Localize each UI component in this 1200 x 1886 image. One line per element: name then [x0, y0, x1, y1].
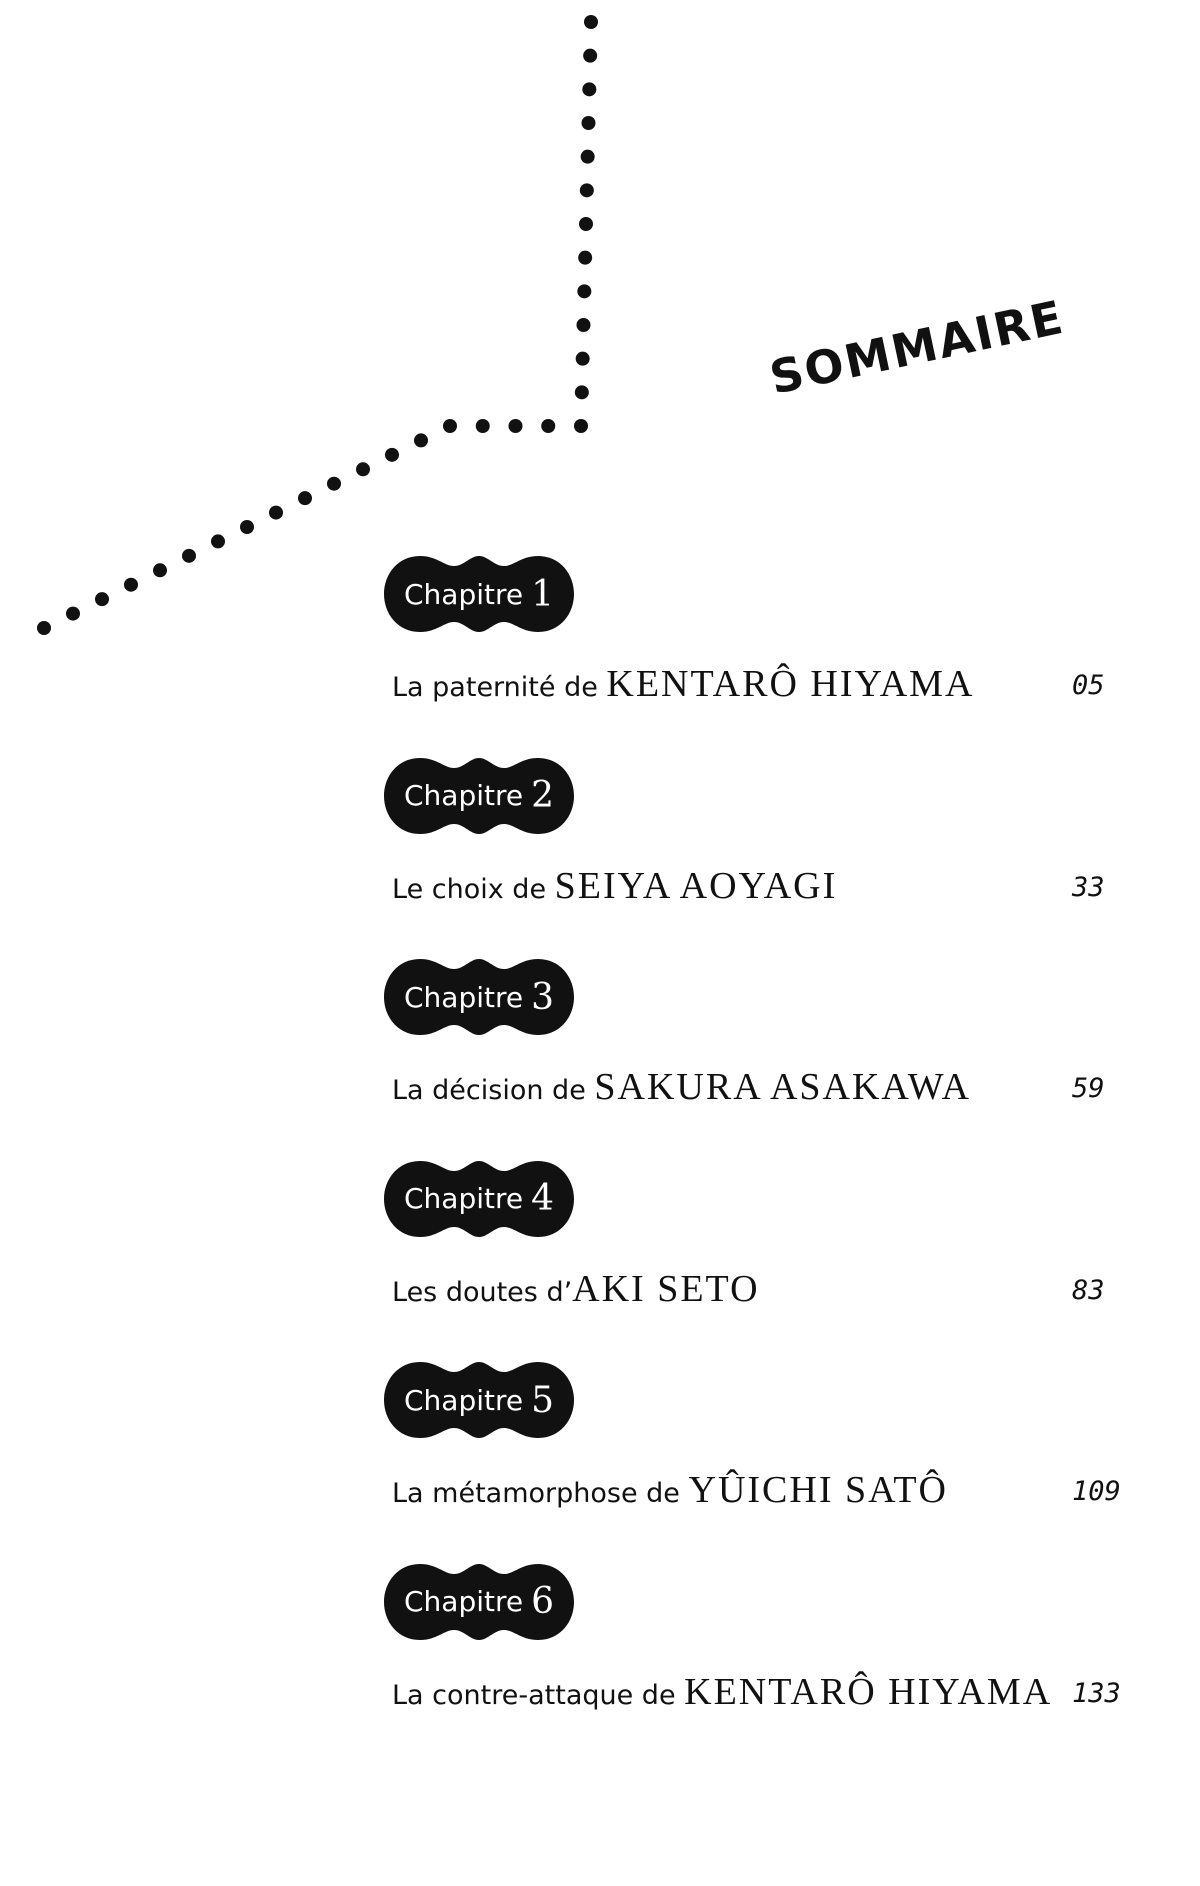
dot [579, 183, 594, 198]
dot [581, 116, 596, 130]
character-name: KENTARÔ HIYAMA [684, 1670, 1053, 1713]
dot [414, 433, 428, 448]
dot [298, 491, 312, 506]
chapter-number: 1 [531, 573, 554, 615]
character-name: SAKURA ASAKAWA [594, 1066, 971, 1108]
chapter-title-prefix: La métamorphose de [392, 1478, 689, 1509]
chapter-label: Chapitre [403, 1182, 524, 1215]
chapter-title-prefix: La contre-attaque de [392, 1679, 685, 1711]
dot [541, 419, 556, 433]
chapter-label: Chapitre [403, 577, 524, 611]
dot [124, 577, 138, 592]
dot [95, 592, 109, 607]
chapter-title: Le choix de SEIYA AOYAGI [392, 864, 837, 908]
chapter-label: Chapitre [403, 1585, 524, 1618]
dot [584, 15, 598, 29]
page-number: 133 [1072, 1677, 1121, 1709]
page-number: 33 [1072, 871, 1105, 903]
dot [475, 419, 490, 433]
chapter-number: 4 [531, 1178, 554, 1219]
character-name: YÛICHI SATÔ [688, 1469, 948, 1511]
dot [574, 385, 589, 400]
dot [579, 217, 593, 231]
chapter-number: 2 [531, 775, 554, 816]
chapter-title-prefix: La paternité de [392, 672, 607, 703]
page-number: 59 [1072, 1073, 1105, 1104]
dot [37, 621, 51, 635]
chapter-number: 5 [531, 1379, 554, 1421]
dot [356, 462, 370, 477]
dot [269, 505, 283, 520]
dot [508, 419, 523, 433]
chapter-title-prefix: Les doutes d’ [392, 1276, 573, 1308]
dot [182, 548, 196, 563]
dotted-line-decoration [37, 15, 598, 635]
page-number: 109 [1072, 1476, 1121, 1507]
dot [66, 606, 80, 621]
character-name: SEIYA AOYAGI [554, 864, 838, 907]
dot [211, 534, 225, 549]
dot [577, 284, 592, 299]
dot [385, 447, 399, 462]
chapter-title: La décision de SAKURA ASAKAWA [392, 1065, 971, 1109]
chapter-title: Les doutes d’AKI SETO [392, 1267, 760, 1311]
page-number: 83 [1072, 1274, 1105, 1306]
dot [582, 82, 597, 97]
dot [443, 419, 457, 433]
page-number: 05 [1072, 670, 1105, 701]
dot [578, 250, 593, 265]
dot [153, 563, 167, 578]
chapter-number: 6 [531, 1581, 554, 1622]
dot [580, 149, 595, 164]
dot [574, 419, 588, 433]
character-name: KENTARÔ HIYAMA [606, 663, 975, 705]
chapter-title: La paternité de KENTARÔ HIYAMA [392, 662, 974, 706]
chapter-title: La contre-attaque de KENTARÔ HIYAMA [392, 1670, 1052, 1714]
chapter-label: Chapitre [403, 779, 524, 812]
dot [327, 476, 341, 491]
dot [240, 520, 254, 534]
chapter-title: La métamorphose de YÛICHI SATÔ [392, 1468, 948, 1512]
chapter-title-prefix: La décision de [392, 1075, 595, 1106]
dot [583, 48, 598, 63]
dot [576, 318, 591, 332]
character-name: AKI SETO [572, 1267, 760, 1310]
chapter-label: Chapitre [403, 1383, 524, 1417]
chapter-label: Chapitre [403, 980, 524, 1014]
dot [575, 351, 590, 366]
chapter-title-prefix: Le choix de [392, 873, 555, 905]
chapter-number: 3 [531, 976, 554, 1018]
